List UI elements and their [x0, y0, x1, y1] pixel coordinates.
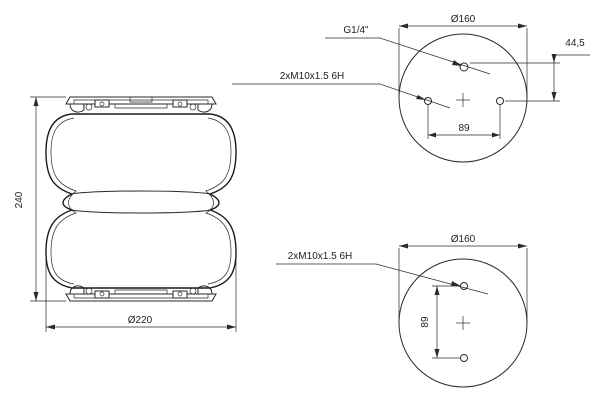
bottom-clamp-details	[69, 285, 213, 299]
girdle-ring	[69, 190, 213, 214]
top-spacing-dimension: 89	[427, 105, 501, 139]
top-spacing-label: 89	[458, 123, 470, 134]
side-view: 240 Ø220	[14, 96, 237, 332]
air-port-hole	[459, 62, 469, 72]
bottom-spacing-dimension: 89	[420, 285, 460, 359]
top-mount-hole-right	[496, 97, 504, 105]
bottom-mounting-label: 2xM10x1.5 6H	[288, 251, 352, 262]
bellows-inner	[50, 117, 232, 285]
top-plate-view: Ø160 44,5 89 G1/4"	[232, 14, 590, 163]
bottom-mount-hole-bottom	[460, 354, 468, 362]
top-diameter-label: Ø160	[451, 14, 476, 25]
top-clamp-details	[69, 97, 213, 113]
top-mounting-leader: 2xM10x1.5 6H	[232, 71, 451, 109]
bottom-spacing-label: 89	[420, 316, 431, 328]
bottom-diameter-dimension: Ø160	[398, 234, 528, 323]
height-dimension: 240	[14, 96, 66, 302]
offset-dim-label: 44,5	[565, 38, 585, 49]
height-dim-label: 240	[14, 191, 25, 208]
bottom-diameter-label: Ø160	[451, 234, 476, 245]
diameter-dimension: Ø220	[45, 252, 237, 332]
bottom-bead-plate	[65, 293, 217, 302]
top-mounting-label: 2xM10x1.5 6H	[280, 71, 344, 82]
top-mount-hole-left	[424, 97, 432, 105]
air-port-leader: G1/4"	[325, 25, 491, 75]
top-diameter-dimension: Ø160	[398, 14, 528, 98]
top-bead-plate	[65, 96, 217, 105]
side-diameter-label: Ø220	[128, 315, 153, 326]
bellows-outer	[45, 113, 237, 289]
bottom-mounting-leader: 2xM10x1.5 6H	[276, 251, 489, 295]
offset-dimension: 44,5	[470, 38, 590, 102]
bottom-plate-view: Ø160 89 2xM10x1.5 6H	[276, 234, 528, 388]
air-port-label: G1/4"	[343, 25, 369, 36]
